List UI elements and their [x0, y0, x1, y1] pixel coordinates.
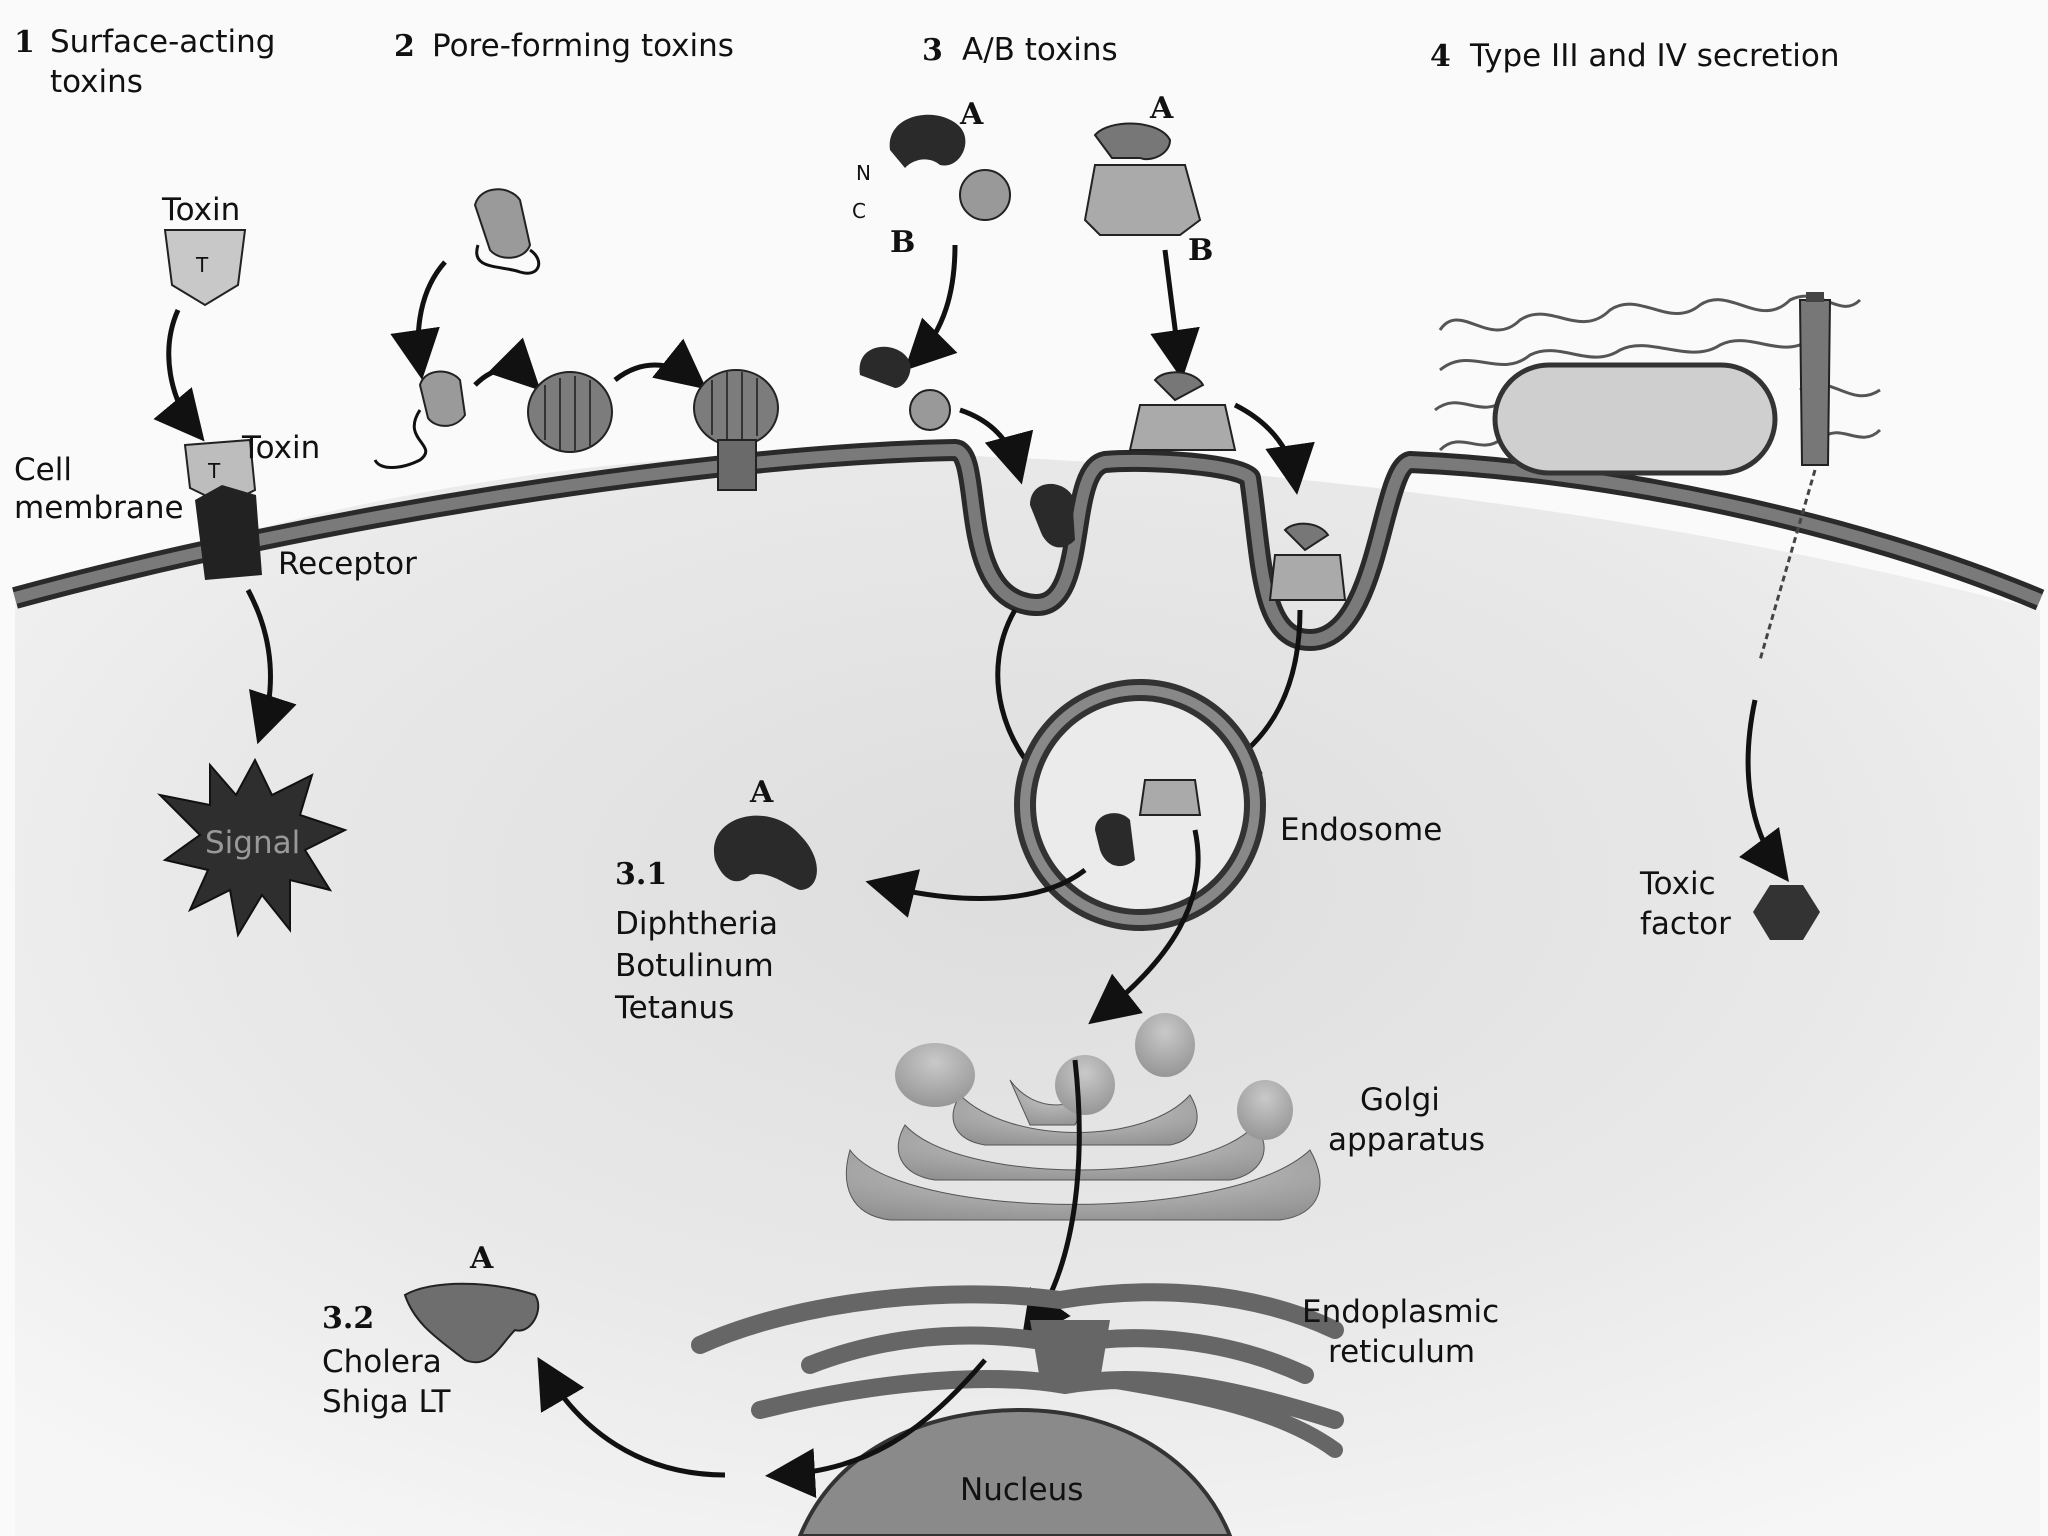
arrow-ab1-to-membrane — [904, 244, 958, 371]
header-3-text: A/B toxins — [962, 32, 1118, 68]
er-label-line1: Endoplasmic — [1302, 1294, 1499, 1330]
er-label-line2: reticulum — [1328, 1334, 1475, 1370]
endosome-ab-toxin-2 — [1138, 779, 1202, 816]
result-32-number: 3.2 — [322, 1301, 374, 1336]
bound-toxin-t: T — [207, 459, 221, 483]
result-31-line2: Botulinum — [615, 948, 774, 984]
ab-toxin-b-subunit-1 — [959, 169, 1011, 221]
ab-n-label-1: N — [856, 161, 871, 185]
a-label-32: A — [469, 1241, 494, 1276]
arrow-prepore-to-pore — [613, 338, 707, 390]
arrow-injection-to-factor — [1739, 699, 1789, 883]
header-4-number: 4 — [1430, 39, 1451, 74]
header-2-number: 2 — [394, 29, 415, 64]
header-4-text: Type III and IV secretion — [1469, 38, 1840, 74]
header-1-line1: Surface-acting — [50, 24, 275, 60]
ab-a-label-1: A — [959, 97, 984, 132]
prepore-complex — [527, 371, 613, 453]
ab-b-label-1: B — [890, 225, 915, 260]
pore-channel — [717, 439, 757, 491]
pore-complex — [693, 369, 779, 447]
toxic-factor-label-line1: Toxic — [1639, 866, 1716, 902]
endoplasmic-reticulum — [691, 1283, 1344, 1458]
ab-toxin-bound-1 — [859, 346, 911, 388]
result-31-line1: Diphtheria — [615, 906, 778, 942]
arrow-er-to-a32 — [765, 1358, 987, 1499]
arrow-endosome-to-golgi — [1088, 829, 1201, 1025]
toxic-factor-label-line2: factor — [1640, 906, 1731, 942]
signal-label: Signal — [205, 825, 300, 861]
ab-c-label-1: C — [852, 199, 866, 223]
pore-monomer-bound — [418, 370, 467, 427]
arrow-receptor-to-signal — [245, 588, 297, 745]
a-subunit-31 — [713, 815, 817, 890]
membrane-label-line2: membrane — [14, 490, 184, 526]
ab-a-label-2: A — [1149, 91, 1174, 126]
toxin-label-free: Toxin — [161, 192, 240, 228]
endosome-ab-toxin-1 — [1095, 813, 1135, 867]
toxin-t-letter: T — [195, 253, 209, 277]
endosome-label: Endosome — [1280, 812, 1442, 848]
syringe-needle — [1758, 469, 1817, 661]
ab-toxin-bound-2 — [1128, 404, 1237, 451]
header-1-line2: toxins — [50, 64, 143, 100]
result-31-line3: Tetanus — [614, 990, 734, 1026]
result-32-line1: Cholera — [322, 1344, 442, 1380]
ab-toxin-in-pit-2 — [1268, 554, 1347, 601]
secretion-syringe — [1798, 299, 1832, 466]
ab-toxin-b-pentamer-2 — [1083, 164, 1202, 236]
arrow-endosome-to-a31 — [865, 868, 1087, 918]
golgi-label-line2: apparatus — [1328, 1122, 1485, 1158]
arrow-a32-out — [537, 1357, 726, 1478]
a-label-31: A — [749, 775, 774, 810]
header-3-number: 3 — [922, 33, 943, 68]
pore-monomer-bound-tail — [373, 409, 428, 469]
ab-toxin-in-pit-1 — [1030, 483, 1075, 548]
toxin-label-bound: Toxin — [241, 430, 320, 466]
bacterium-body — [1492, 362, 1778, 476]
cytoplasm — [15, 453, 2040, 1536]
ab-toxin-a-subunit-2 — [1093, 122, 1172, 160]
receptor-shape — [195, 485, 262, 580]
pore-monomer-tail — [475, 244, 541, 275]
ab-toxin-a-subunit-1 — [889, 114, 966, 168]
pore-monomer-free — [473, 188, 532, 259]
golgi-apparatus — [845, 1013, 1321, 1221]
nucleus-label: Nucleus — [960, 1472, 1083, 1508]
arrow-monomer-to-prepore — [473, 337, 541, 391]
golgi-label-line1: Golgi — [1360, 1082, 1440, 1118]
arrow-ab2-to-pit — [1233, 402, 1315, 495]
membrane-label-line1: Cell — [14, 452, 72, 488]
a-subunit-32 — [403, 1282, 540, 1364]
arrow-ab1-to-pit — [959, 407, 1034, 485]
bacterium-pili — [1434, 294, 1882, 452]
signal-burst — [156, 757, 348, 938]
result-31-number: 3.1 — [615, 857, 667, 892]
result-32-line2: Shiga LT — [322, 1384, 451, 1420]
header-2-text: Pore-forming toxins — [432, 28, 734, 64]
header-1-number: 1 — [14, 25, 35, 60]
receptor-label: Receptor — [278, 546, 417, 582]
arrow-toxin-to-receptor — [153, 308, 205, 442]
arrow-monomer-to-membrane — [390, 260, 447, 380]
arrow-ab2-to-membrane — [1150, 249, 1200, 380]
ab-b-label-2: B — [1188, 233, 1213, 268]
toxin-shape — [163, 229, 247, 307]
toxic-factor-hexagon — [1753, 885, 1820, 940]
